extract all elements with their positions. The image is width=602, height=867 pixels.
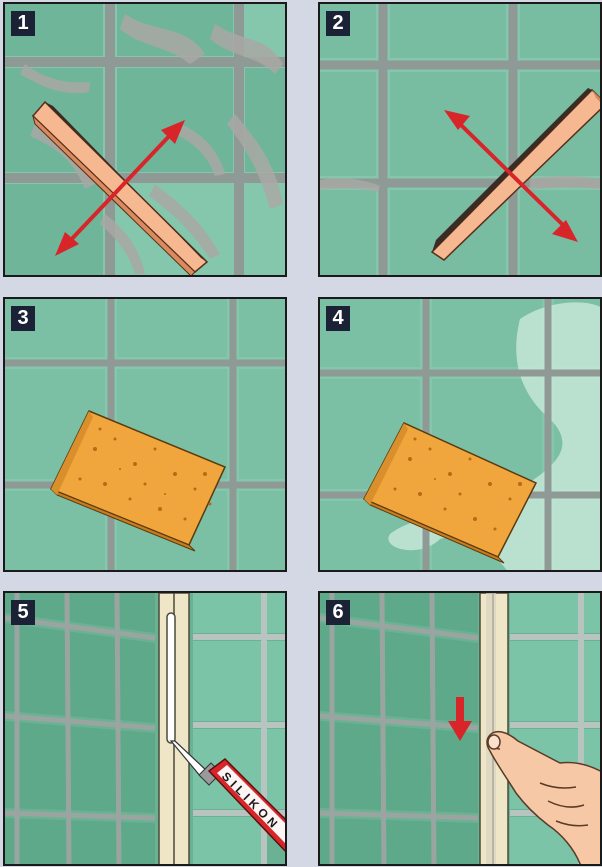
step-6-panel: 6 (318, 591, 602, 866)
step-1-illustration (5, 4, 287, 277)
step-2-panel: 2 (318, 2, 602, 277)
step-4-panel: 4 (318, 297, 602, 572)
step-5-illustration: SILIKON (5, 593, 287, 866)
step-1-panel: 1 (3, 2, 287, 277)
step-4-illustration (320, 299, 602, 572)
step-2-illustration (320, 4, 602, 277)
step-6-illustration (320, 593, 602, 866)
step-3-panel: 3 (3, 297, 287, 572)
step-number: 2 (326, 11, 350, 36)
step-number: 3 (11, 306, 35, 331)
step-3-illustration (5, 299, 287, 572)
step-5-panel: 5 (3, 591, 287, 866)
step-number: 5 (11, 600, 35, 625)
step-number: 4 (326, 306, 350, 331)
step-number: 1 (11, 11, 35, 36)
step-number: 6 (326, 600, 350, 625)
